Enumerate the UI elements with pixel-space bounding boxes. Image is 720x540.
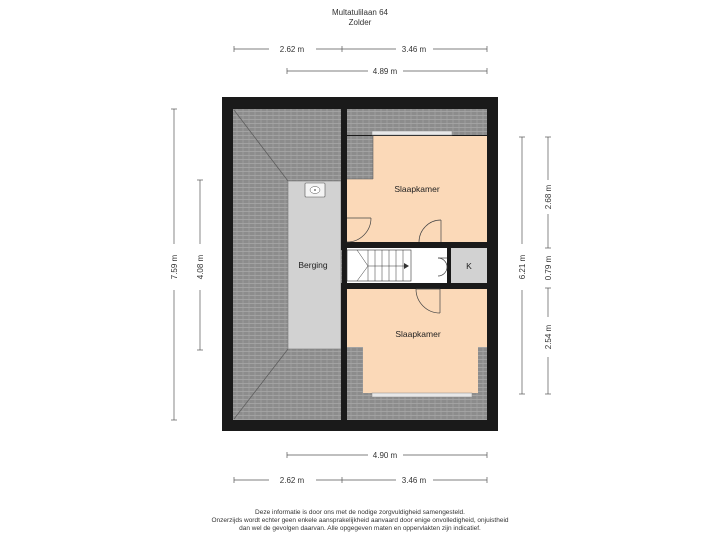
- disclaimer-line-1: Deze informatie is door ons met de nodig…: [255, 509, 465, 516]
- roof-corner-bl: [347, 347, 363, 393]
- roof-corner-br: [478, 347, 487, 393]
- roof-corner-tl: [347, 136, 373, 179]
- dim-bottom-total: 4.90 m: [373, 451, 398, 460]
- closet: [451, 248, 487, 283]
- dimension-lines: [171, 46, 551, 483]
- dim-right-bottom: 2.54 m: [544, 324, 553, 349]
- dim-right-mid: 0.79 m: [544, 255, 553, 280]
- dim-top-total: 4.89 m: [373, 67, 398, 76]
- label-closet: K: [466, 261, 472, 271]
- disclaimer-line-2: Onzerzijds wordt echter geen enkele aans…: [211, 517, 509, 524]
- roof-bottom-right: [342, 393, 487, 420]
- stair-arrow-icon: [404, 263, 409, 269]
- roof-top-right: [342, 109, 487, 135]
- dim-bottom-left: 2.62 m: [280, 476, 305, 485]
- dim-bottom-right: 3.46 m: [402, 476, 427, 485]
- dim-left-outer: 7.59 m: [170, 254, 179, 279]
- stair-treads: [356, 249, 404, 282]
- label-storage: Berging: [298, 260, 328, 270]
- dim-left-inner: 4.08 m: [196, 254, 205, 279]
- bedroom-bottom: [363, 289, 478, 393]
- sink-icon: [304, 182, 326, 198]
- windows: [371, 130, 473, 398]
- address-title: Multatulilaan 64: [331, 8, 389, 17]
- label-bedroom-bottom: Slaapkamer: [395, 329, 441, 339]
- dim-right-total: 6.21 m: [518, 254, 527, 279]
- floor-title: Zolder: [348, 18, 372, 27]
- storage-room: [287, 180, 342, 350]
- label-bedroom-top: Slaapkamer: [394, 184, 440, 194]
- stairs: [346, 249, 412, 282]
- dim-top-right: 3.46 m: [402, 45, 427, 54]
- dim-right-top: 2.68 m: [544, 184, 553, 209]
- disclaimer-line-3: dan wel de gevolgen daarvan. Alle opgege…: [239, 525, 481, 532]
- dim-top-left: 2.62 m: [280, 45, 305, 54]
- doors: [346, 217, 448, 314]
